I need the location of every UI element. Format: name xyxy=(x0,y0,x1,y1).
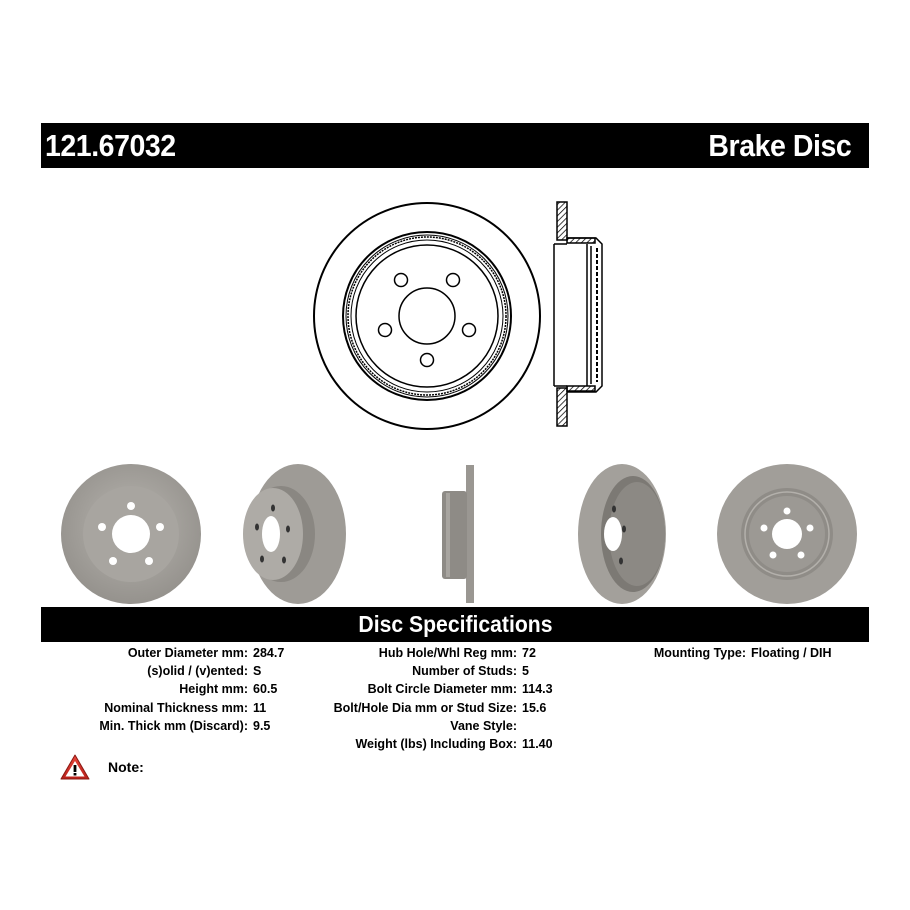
spec-value: 11 xyxy=(253,700,267,715)
spec-value: 9.5 xyxy=(253,718,271,733)
disc-front-line-drawing xyxy=(313,202,541,430)
spec-label: Hub Hole/Whl Reg mm: xyxy=(378,646,517,660)
specs-column-1: Outer Diameter mm: 284.7 (s)olid / (v)ent… xyxy=(40,644,284,735)
spec-label: Height mm: xyxy=(179,682,248,697)
disc-photo-front xyxy=(61,464,201,604)
spec-label: Bolt Circle Diameter mm: xyxy=(367,682,517,697)
spec-min-thickness: Min. Thick mm (Discard): 9.5 xyxy=(40,717,284,735)
disc-cross-section-drawing xyxy=(553,201,603,427)
spec-value xyxy=(517,717,522,735)
spec-value: S xyxy=(253,664,262,679)
spec-weight: Weight (lbs) Including Box: 11.40 xyxy=(300,735,553,753)
spec-bolt-circle: Bolt Circle Diameter mm: 114.3 xyxy=(300,680,553,698)
spec-outer-diameter: Outer Diameter mm: 284.7 xyxy=(40,644,284,662)
spec-value: 60.5 xyxy=(253,682,278,697)
spec-value: Floating / DIH xyxy=(751,646,832,660)
disc-photo-angle-right xyxy=(578,464,666,604)
specs-column-2: Hub Hole/Whl Reg mm: 72 Number of Studs: 5… xyxy=(300,644,553,753)
disc-photo-side xyxy=(442,465,474,603)
spec-value: 11.40 xyxy=(522,736,553,751)
spec-solid-vented: (s)olid / (v)ented: S xyxy=(40,662,284,680)
note: Note: xyxy=(60,754,144,780)
spec-label: Weight (lbs) Including Box: xyxy=(355,736,517,751)
spec-label: (s)olid / (v)ented: xyxy=(147,664,248,679)
header-bar: 121.67032 Brake Disc xyxy=(41,123,869,168)
specs-column-3: Mounting Type: Floating / DIH xyxy=(600,644,832,662)
spec-value: 114.3 xyxy=(522,682,553,697)
disc-photo-angle-left xyxy=(243,464,346,604)
spec-hub-hole: Hub Hole/Whl Reg mm: 72 xyxy=(300,644,553,662)
disc-photo-back xyxy=(717,464,857,604)
warning-icon xyxy=(60,754,90,780)
spec-label: Vane Style: xyxy=(450,718,517,733)
spec-vane-style: Vane Style: xyxy=(300,717,553,735)
specs-title: Disc Specifications xyxy=(357,611,553,637)
spec-label: Mounting Type: xyxy=(653,646,746,660)
spec-value: 5 xyxy=(522,664,529,679)
part-number: 121.67032 xyxy=(45,128,176,163)
spec-label: Outer Diameter mm: xyxy=(127,646,248,660)
spec-value: 284.7 xyxy=(253,646,285,660)
spec-label: Min. Thick mm (Discard): xyxy=(99,718,248,733)
spec-value: 72 xyxy=(522,646,536,660)
specs-title-bar: Disc Specifications xyxy=(41,607,869,642)
product-type: Brake Disc xyxy=(708,128,851,163)
spec-bolt-hole-dia: Bolt/Hole Dia mm or Stud Size: 15.6 xyxy=(300,699,553,717)
spec-label: Nominal Thickness mm: xyxy=(104,700,248,715)
spec-mounting-type: Mounting Type: Floating / DIH xyxy=(600,644,832,662)
spec-number-of-studs: Number of Studs: 5 xyxy=(300,662,553,680)
note-label: Note: xyxy=(108,759,144,775)
spec-value: 15.6 xyxy=(522,700,547,715)
spec-label: Number of Studs: xyxy=(412,664,517,679)
spec-label: Bolt/Hole Dia mm or Stud Size: xyxy=(333,700,517,715)
spec-nominal-thickness: Nominal Thickness mm: 11 xyxy=(40,699,284,717)
spec-height: Height mm: 60.5 xyxy=(40,680,284,698)
